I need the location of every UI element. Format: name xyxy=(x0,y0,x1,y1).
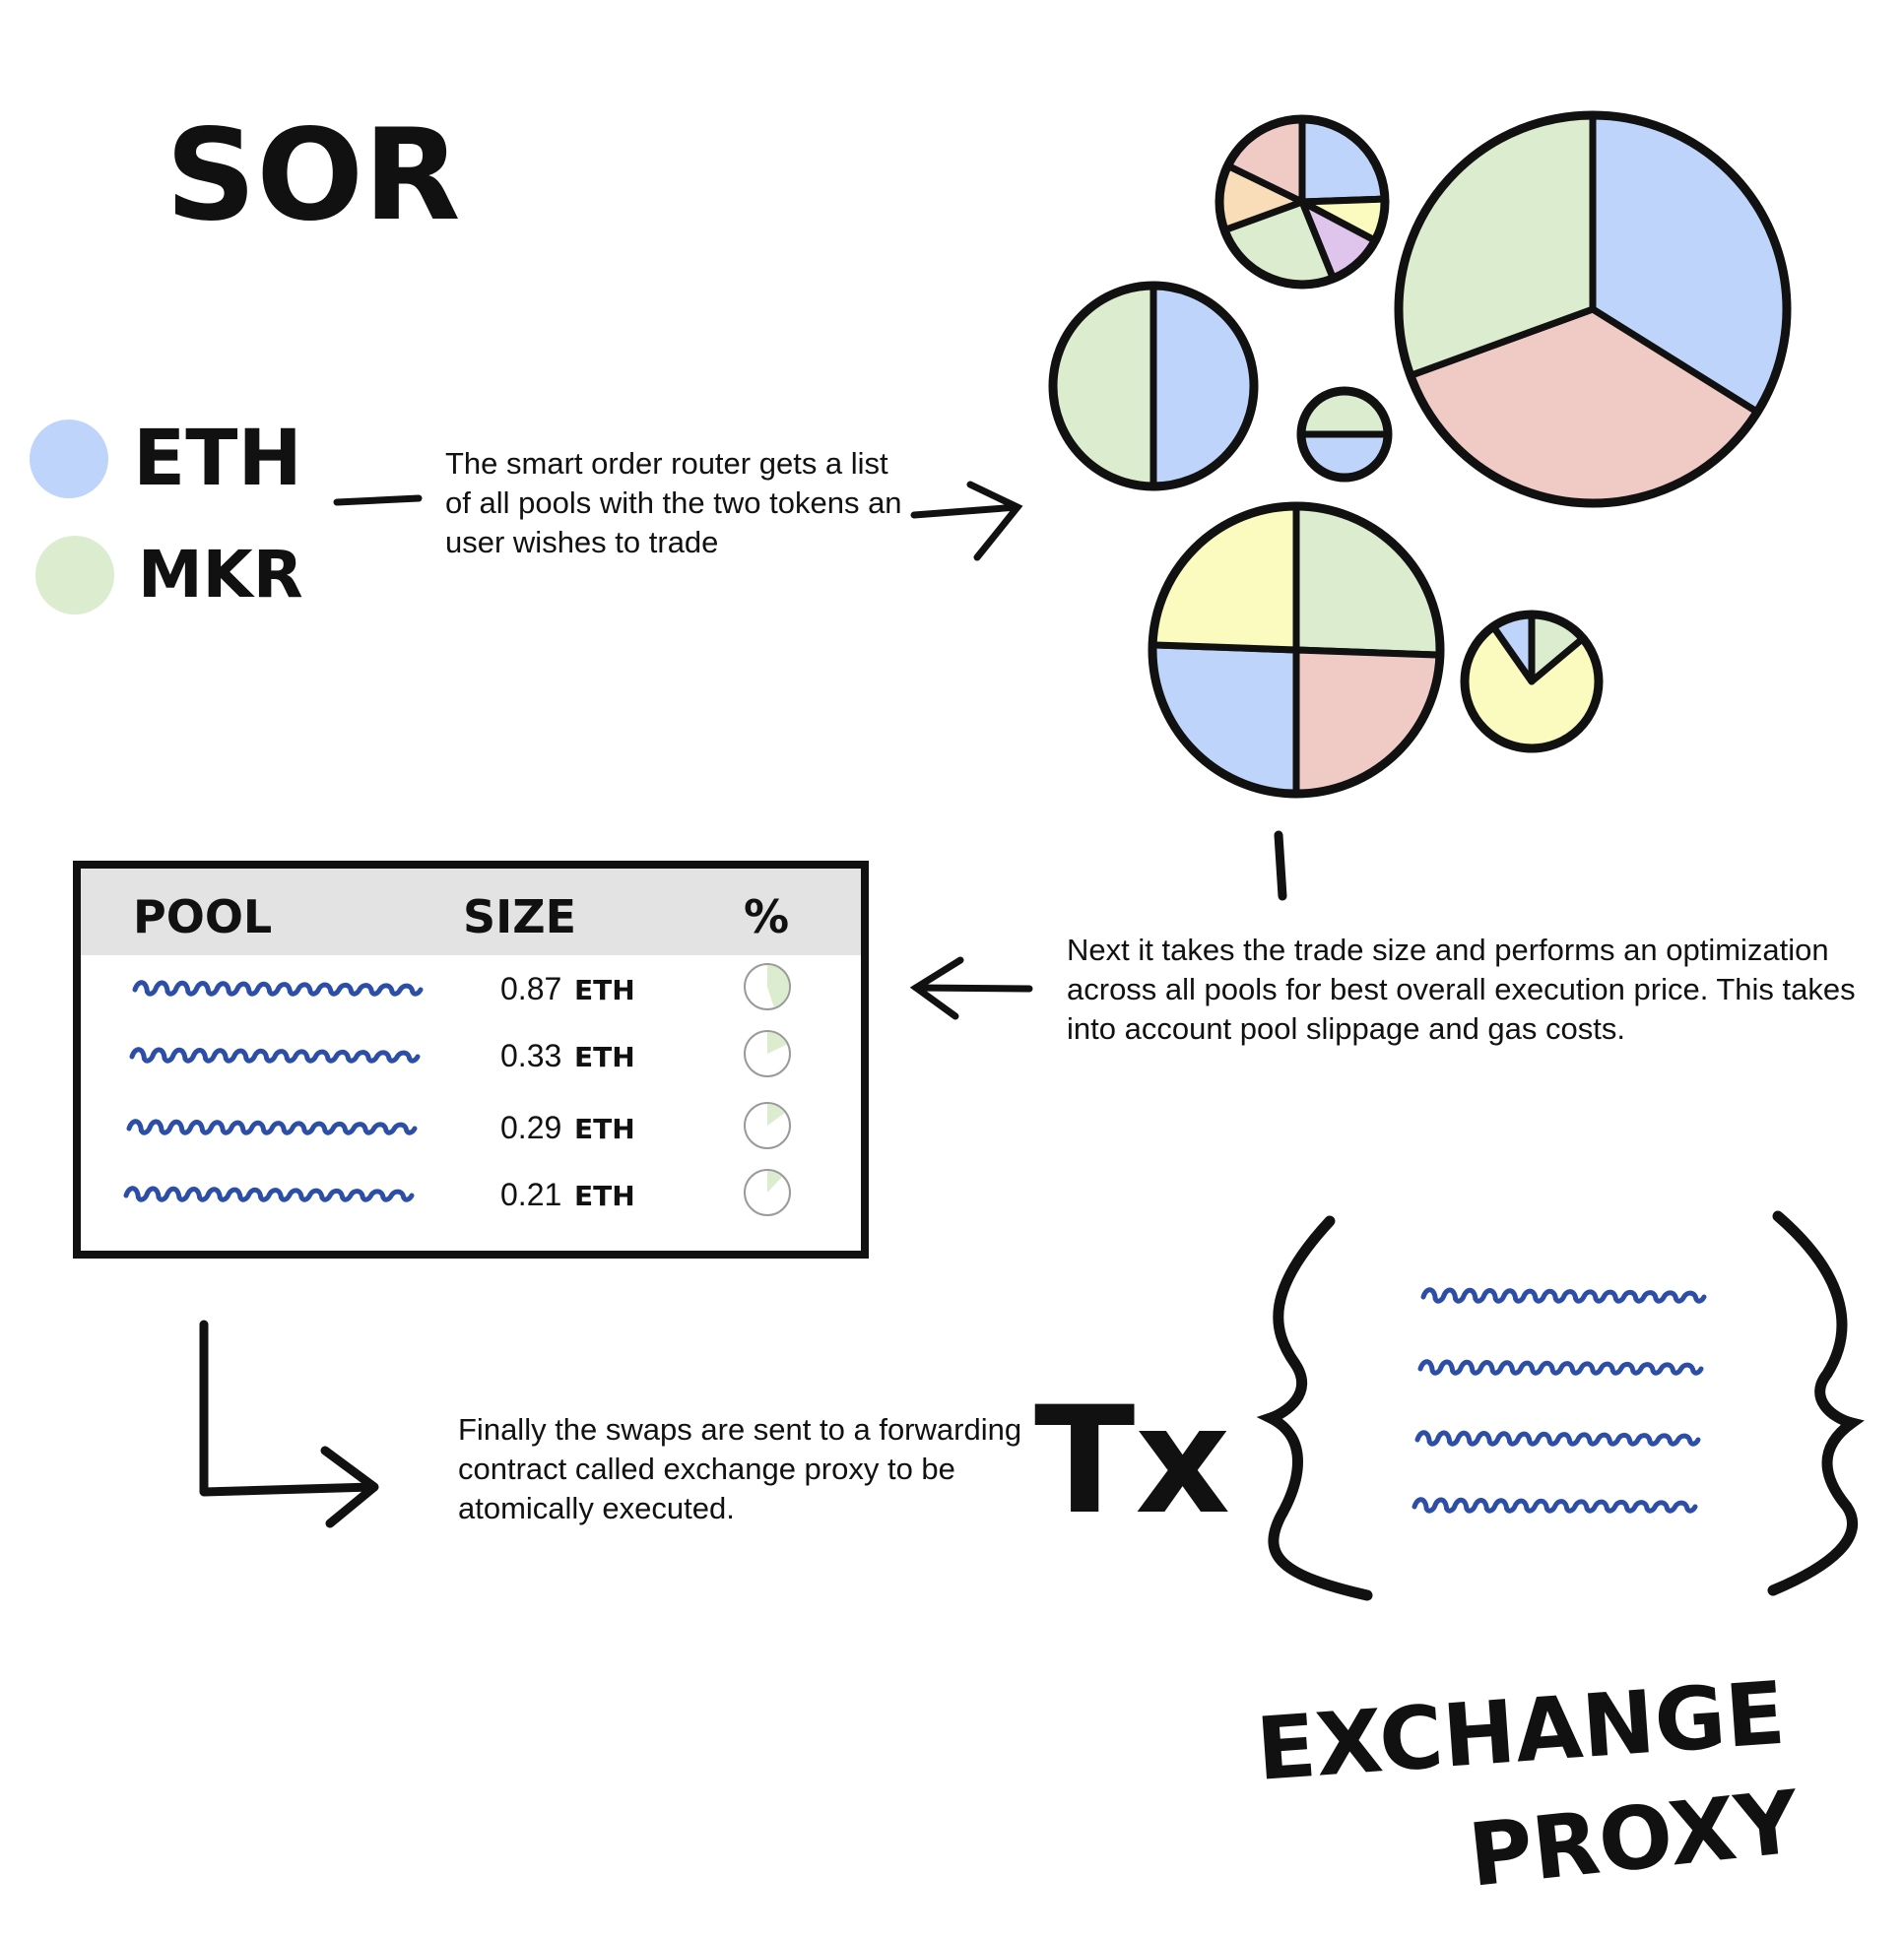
header-size: SIZE xyxy=(463,890,576,943)
size-unit: ETH xyxy=(574,1041,635,1073)
pool-name-scribble xyxy=(126,1119,418,1135)
mkr-legend-dot xyxy=(35,536,114,614)
pool-outline xyxy=(1460,610,1604,753)
step3-text: Finally the swaps are sent to a forwardi… xyxy=(458,1412,1022,1525)
pool-outline xyxy=(1215,114,1390,290)
pool-pie-5 xyxy=(1148,501,1445,799)
table-row: 0.29 ETH xyxy=(126,1102,791,1149)
step1-text: The smart order router gets a list of al… xyxy=(445,446,902,559)
header-pool: POOL xyxy=(133,890,272,943)
left-brace-icon xyxy=(1256,1215,1373,1601)
mkr-legend-label: MKR xyxy=(138,537,303,613)
step2-text: Next it takes the trade size and perform… xyxy=(1067,933,1856,1046)
connector-dash xyxy=(333,494,423,506)
pool-pie-6 xyxy=(1460,610,1604,753)
pool-slice xyxy=(1049,282,1157,490)
pool-pie-4 xyxy=(1296,386,1393,483)
share-pie-fill xyxy=(767,1031,787,1054)
size-value: 0.21 xyxy=(500,1177,561,1212)
pool-outline xyxy=(1048,281,1259,491)
size-value: 0.87 xyxy=(500,971,561,1006)
pool-name-scribble xyxy=(129,1047,421,1064)
size-unit: ETH xyxy=(574,974,635,1006)
tx-swap-scribble xyxy=(1417,1359,1704,1376)
tx-swap-scribble xyxy=(1414,1430,1701,1447)
eth-legend-label: ETH xyxy=(133,415,302,503)
table-frame xyxy=(73,861,869,1259)
share-pie-fill xyxy=(767,1104,785,1126)
pool-name-scribble xyxy=(123,1186,415,1202)
tx-swap-scribble xyxy=(1420,1287,1707,1304)
pool-pie-1 xyxy=(1394,110,1792,508)
pool-outline xyxy=(1148,501,1445,799)
connector-tick xyxy=(1274,830,1287,901)
size-value: 0.33 xyxy=(500,1038,561,1073)
tx-swap-scribble xyxy=(1412,1497,1698,1514)
size-value: 0.29 xyxy=(500,1110,561,1145)
proxy-label-line2: PROXY xyxy=(1464,1771,1805,1907)
arrow-left-icon xyxy=(909,956,1033,1020)
pool-cluster xyxy=(1048,110,1792,799)
eth-legend-dot xyxy=(30,420,108,498)
share-pie-fill xyxy=(767,1171,783,1193)
arrow-down-right-icon xyxy=(199,1320,379,1528)
pool-slice xyxy=(1149,282,1258,490)
pool-pie-3 xyxy=(1048,281,1259,491)
table-header-bg xyxy=(77,865,865,955)
right-brace-icon xyxy=(1767,1210,1865,1596)
share-pie-fill xyxy=(767,965,789,1007)
size-unit: ETH xyxy=(574,1180,635,1212)
pool-outline xyxy=(1394,110,1792,508)
pool-pie-2 xyxy=(1215,114,1390,290)
tx-swap-lines xyxy=(1412,1287,1707,1514)
table-row: 0.21 ETH xyxy=(123,1169,791,1216)
tx-label: Tx xyxy=(1034,1376,1230,1547)
title: SOR xyxy=(165,102,461,249)
pool-name-scribble xyxy=(132,980,424,997)
arrow-right-icon xyxy=(910,481,1023,561)
table-row: 0.87 ETH xyxy=(132,963,791,1010)
header-percent: % xyxy=(744,890,789,943)
size-unit: ETH xyxy=(574,1113,635,1145)
pool-outline xyxy=(1296,386,1393,483)
table-row: 0.33 ETH xyxy=(129,1030,791,1077)
